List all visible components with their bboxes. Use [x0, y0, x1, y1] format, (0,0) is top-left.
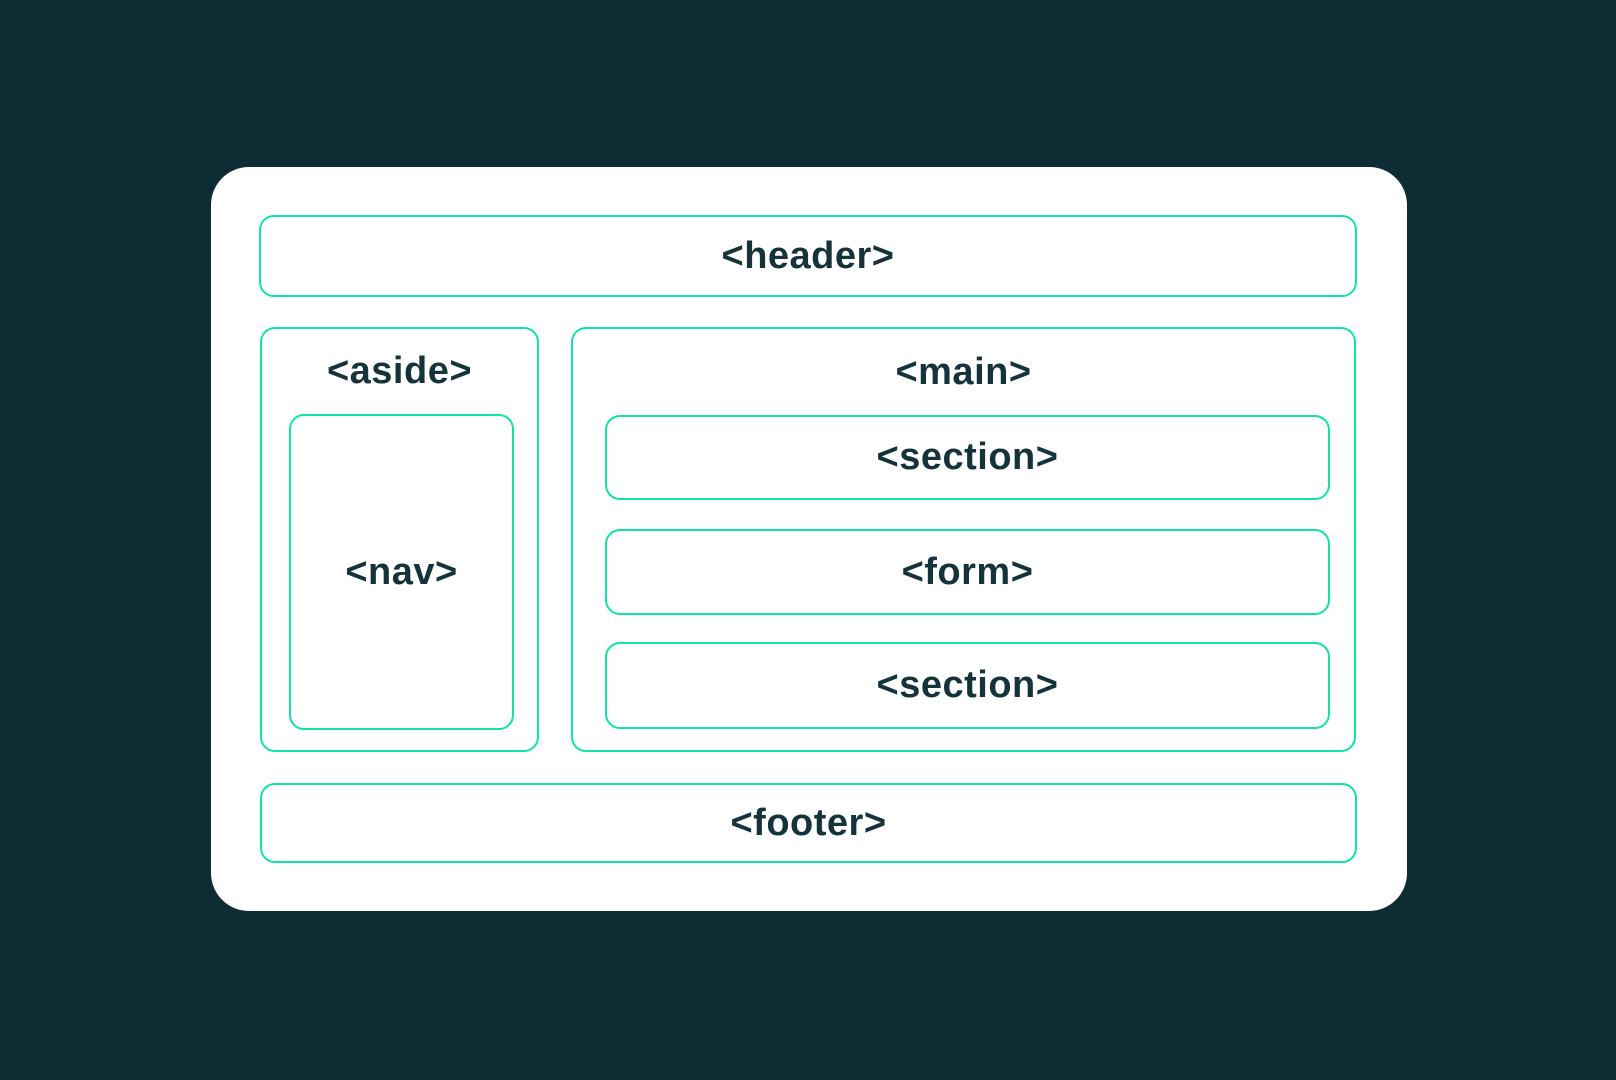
- main-label-area: <main>: [573, 329, 1354, 415]
- section-bottom-element-label: <section>: [876, 664, 1059, 706]
- page-layout-card: <header> <aside> <nav> <main> <section> …: [211, 167, 1407, 911]
- nav-element-box: <nav>: [289, 414, 514, 730]
- header-element-box: <header>: [259, 215, 1357, 297]
- aside-label-area: <aside>: [262, 329, 537, 414]
- main-element-label: <main>: [895, 350, 1032, 393]
- aside-element-box: <aside> <nav>: [260, 327, 539, 752]
- aside-element-label: <aside>: [326, 350, 473, 392]
- section-top-element-box: <section>: [605, 415, 1330, 500]
- header-element-label: <header>: [721, 234, 895, 277]
- section-top-element-label: <section>: [876, 436, 1059, 478]
- form-element-label: <form>: [901, 550, 1034, 593]
- footer-element-box: <footer>: [260, 783, 1357, 863]
- main-element-box: <main> <section> <form> <section>: [571, 327, 1356, 752]
- form-element-box: <form>: [605, 529, 1330, 615]
- section-bottom-element-box: <section>: [605, 642, 1330, 729]
- nav-element-label: <nav>: [345, 550, 458, 593]
- footer-element-label: <footer>: [730, 801, 887, 844]
